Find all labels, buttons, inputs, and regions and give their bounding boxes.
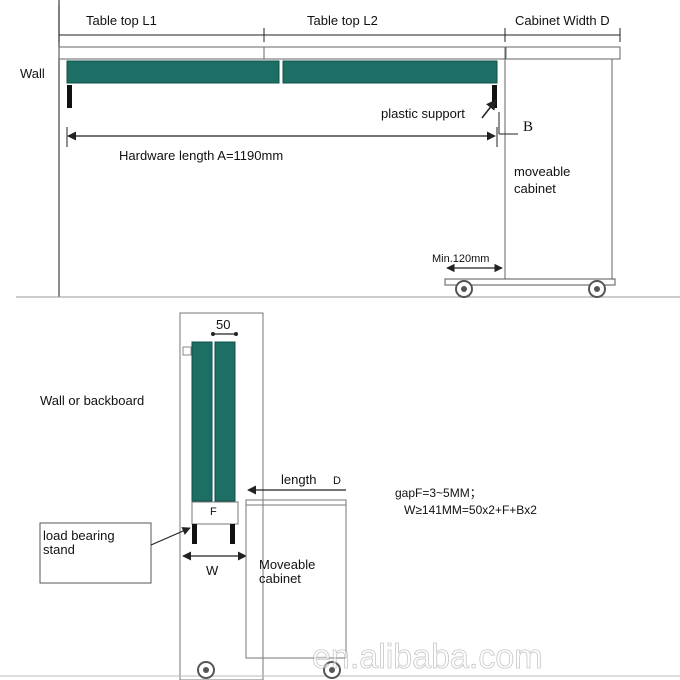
label-gap-formula: gapF=3~5MM； bbox=[395, 486, 482, 500]
label-min-clearance: Min.120mm bbox=[432, 253, 489, 265]
plastic-support bbox=[492, 85, 497, 108]
side-support-right bbox=[230, 524, 235, 544]
backboard-top-strip bbox=[182, 346, 192, 356]
label-hardware-length: Hardware length A=1190mm bbox=[119, 148, 283, 163]
gap-box bbox=[191, 501, 239, 525]
folded-panel-2 bbox=[214, 341, 236, 502]
backboard-panel bbox=[179, 312, 264, 680]
side-view: 50 Wall or backboard F load bearing stan… bbox=[0, 312, 680, 680]
label-cabinet-width: Cabinet Width D bbox=[515, 13, 610, 28]
label-w-formula: W≥141MM=50x2+F+Bx2 bbox=[404, 503, 537, 517]
wall-support bbox=[67, 85, 72, 108]
label-dim-50: 50 bbox=[216, 317, 230, 332]
label-table-top-l1: Table top L1 bbox=[86, 13, 157, 28]
cabinet-base bbox=[444, 278, 616, 286]
label-moveable-cabinet-line2: cabinet bbox=[514, 181, 556, 196]
label-wall-or-backboard: Wall or backboard bbox=[40, 393, 144, 408]
cabinet-top bbox=[504, 46, 621, 60]
side-cabinet-body bbox=[245, 499, 347, 659]
label-wall: Wall bbox=[20, 66, 45, 81]
label-table-top-l2: Table top L2 bbox=[307, 13, 378, 28]
label-side-moveable-line2: cabinet bbox=[259, 571, 301, 586]
label-f: F bbox=[210, 506, 217, 518]
load-bearing-pointer bbox=[150, 527, 191, 546]
label-b: B bbox=[523, 119, 533, 135]
dim-50-end bbox=[234, 332, 238, 336]
table-top-panel-l1 bbox=[66, 60, 280, 84]
label-side-moveable-line1: Moveable bbox=[259, 557, 315, 572]
label-length: length bbox=[281, 472, 316, 487]
plastic-support-pointer bbox=[481, 99, 497, 119]
label-load-bearing-line1: load bearing bbox=[43, 528, 115, 543]
label-w: W bbox=[206, 563, 219, 578]
top-view: Table top L1 Table top L2 Cabinet Width … bbox=[16, 0, 680, 298]
dim-50-end bbox=[211, 332, 215, 336]
table-top-panel-l2 bbox=[282, 60, 498, 84]
watermark: en.alibaba.com bbox=[312, 638, 543, 676]
table-top-outline bbox=[58, 46, 507, 60]
folded-panel-1 bbox=[191, 341, 213, 502]
side-caster-left bbox=[197, 661, 215, 679]
side-support-left bbox=[192, 524, 197, 544]
label-d: D bbox=[333, 475, 341, 487]
label-moveable-cabinet-line1: moveable bbox=[514, 164, 570, 179]
label-load-bearing-line2: stand bbox=[43, 542, 75, 557]
label-plastic-support: plastic support bbox=[381, 106, 465, 121]
caster-wheel-right bbox=[588, 280, 606, 298]
side-caster-right bbox=[323, 661, 341, 679]
caster-wheel-left bbox=[455, 280, 473, 298]
load-bearing-stand-box bbox=[39, 522, 152, 584]
